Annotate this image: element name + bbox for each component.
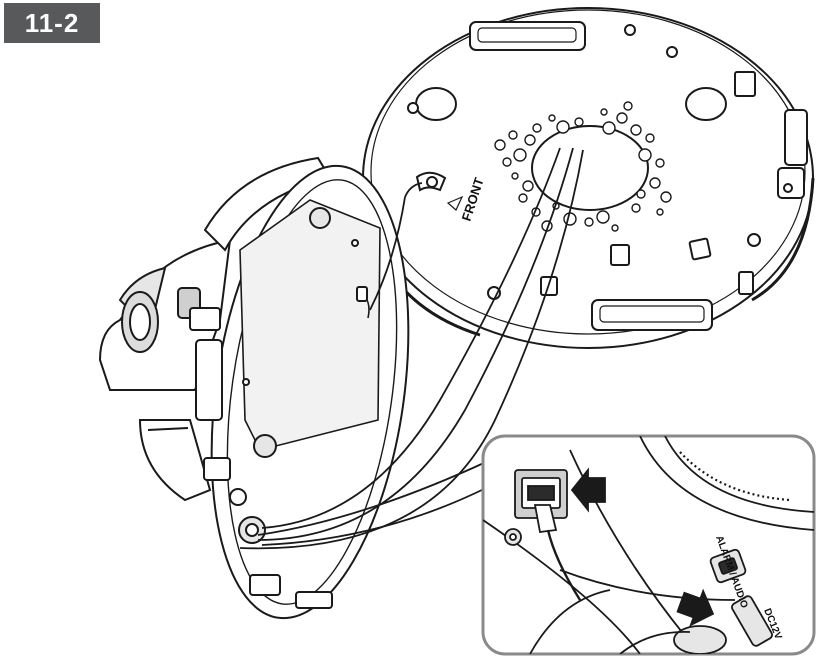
connector-detail-inset <box>481 434 816 656</box>
step-number-badge: 11-2 <box>4 3 100 43</box>
cables <box>239 147 584 550</box>
insert-arrow-lower <box>676 588 715 627</box>
hole-cluster <box>494 101 672 232</box>
mounting-plate <box>361 7 815 349</box>
camera-dome-housing <box>98 156 410 620</box>
insert-arrow-upper <box>570 467 606 513</box>
center-hole <box>531 125 649 211</box>
